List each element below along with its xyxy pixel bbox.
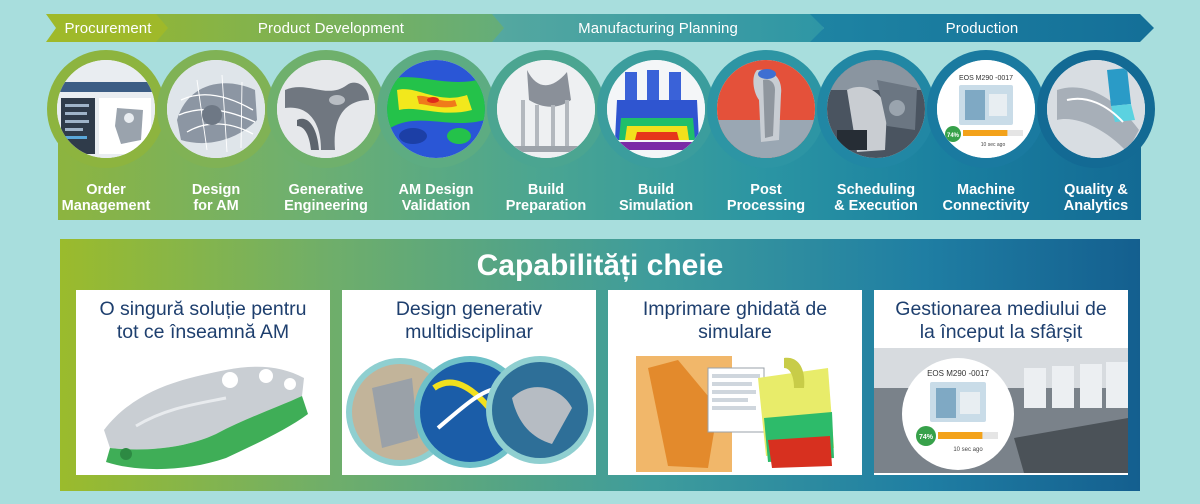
generative-design-circles-image [342, 348, 596, 473]
stage-label-line: Machine [956, 182, 1015, 198]
stage-label-line: Quality & [1064, 182, 1128, 198]
stage-label-line: Processing [726, 198, 806, 214]
stage-label: Post Processing [703, 182, 829, 214]
build-preparation-icon [497, 60, 595, 158]
stage-label-line: Build [637, 182, 675, 198]
capability-card-title-line: la început la sfârșit [919, 321, 1083, 343]
machine-status-icon: EOS M290 -0017 74% 10 sec ago [937, 60, 1035, 158]
phase-manufacturing-planning: Manufacturing Planning [492, 14, 824, 42]
stage-label-line: AM Design [398, 182, 474, 198]
capability-card-environment-management: Gestionarea mediului de la început la sf… [874, 290, 1128, 475]
stage-label: Quality & Analytics [1033, 182, 1159, 214]
capability-card-title-line: Design generativ [395, 298, 543, 320]
stage-label-line: Order [86, 182, 126, 198]
capability-card-title: O singură soluție pentru tot ce înseamnă… [76, 298, 330, 344]
capability-card-title: Design generativ multidisciplinar [342, 298, 596, 344]
key-capabilities-panel: Capabilități cheie O singură soluție pen… [60, 239, 1140, 491]
stage-label-line: Build [527, 182, 565, 198]
factory-machine-model-text: EOS M290 -0017 [927, 369, 989, 378]
stress-heatmap-icon [387, 60, 485, 158]
capability-card-title-line: simulare [698, 321, 772, 343]
stage-label: Scheduling & Execution [813, 182, 939, 214]
phase-production: Production [810, 14, 1154, 42]
stage-label-line: Management [61, 198, 151, 214]
capability-card-title-line: multidisciplinar [405, 321, 533, 343]
capability-card-title-line: Imprimare ghidată de [642, 298, 828, 320]
capability-card-simulation-printing: Imprimare ghidată de simulare [608, 290, 862, 475]
machine-model-text: EOS M290 -0017 [959, 75, 1013, 82]
stage-label-line: Validation [401, 198, 471, 214]
quality-scan-icon [1047, 60, 1145, 158]
simulation-printing-image [608, 348, 862, 473]
stage-label-line: for AM [193, 198, 239, 214]
design-for-am-icon [167, 60, 265, 158]
stage-label-line: & Execution [834, 198, 918, 214]
phase-procurement: Procurement [46, 14, 170, 42]
factory-floor-image: EOS M290 -0017 74% 10 sec ago [874, 348, 1128, 473]
capability-card-title: Gestionarea mediului de la început la sf… [874, 298, 1128, 344]
phase-bar: Procurement Product Development Manufact… [46, 14, 1154, 42]
factory-progress-fill [938, 432, 983, 439]
stage-label-line: Connectivity [942, 198, 1030, 214]
capability-card-title: Imprimare ghidată de simulare [608, 298, 862, 344]
stage-label-line: Engineering [284, 198, 368, 214]
stage-label-line: Analytics [1063, 198, 1129, 214]
stage-label-line: Generative [288, 182, 364, 198]
stage-label-line: Design [191, 182, 241, 198]
key-capabilities-title: Capabilități cheie [476, 249, 724, 282]
machine-time-text: 10 sec ago [981, 142, 1006, 148]
capability-card-generative-design: Design generativ multidisciplinar [342, 290, 596, 475]
stage-label-line: Preparation [505, 198, 587, 214]
stage-label: Generative Engineering [263, 182, 389, 214]
bracket-part-image [76, 348, 330, 473]
capability-card-title-line: tot ce înseamnă AM [116, 321, 290, 343]
capability-card-title-line: Gestionarea mediului de [895, 298, 1107, 320]
phase-product-development: Product Development [156, 14, 506, 42]
capability-card-single-solution: O singură soluție pentru tot ce înseamnă… [76, 290, 330, 475]
stage-label: AM Design Validation [373, 182, 499, 214]
stage-label-line: Scheduling [836, 182, 916, 198]
post-processing-icon [717, 60, 815, 158]
scheduling-photo-icon [827, 60, 925, 158]
stage-label: Design for AM [153, 182, 279, 214]
factory-progress-text: 74% [919, 434, 934, 441]
stage-label: Machine Connectivity [923, 182, 1049, 214]
machine-progress-fill [963, 130, 1008, 136]
capability-card-title-line: O singură soluție pentru [99, 298, 307, 320]
machine-progress-text: 74% [947, 133, 960, 139]
factory-time-text: 10 sec ago [953, 447, 983, 453]
stage-label: Build Simulation [593, 182, 719, 214]
stage-label: Build Preparation [483, 182, 609, 214]
stage-label-line: Simulation [618, 198, 694, 214]
order-management-screenshot-icon [57, 60, 155, 158]
build-simulation-icon [607, 60, 705, 158]
generative-part-icon [277, 60, 375, 158]
stage-label-line: Post [750, 182, 782, 198]
stage-label: Order Management [43, 182, 169, 214]
